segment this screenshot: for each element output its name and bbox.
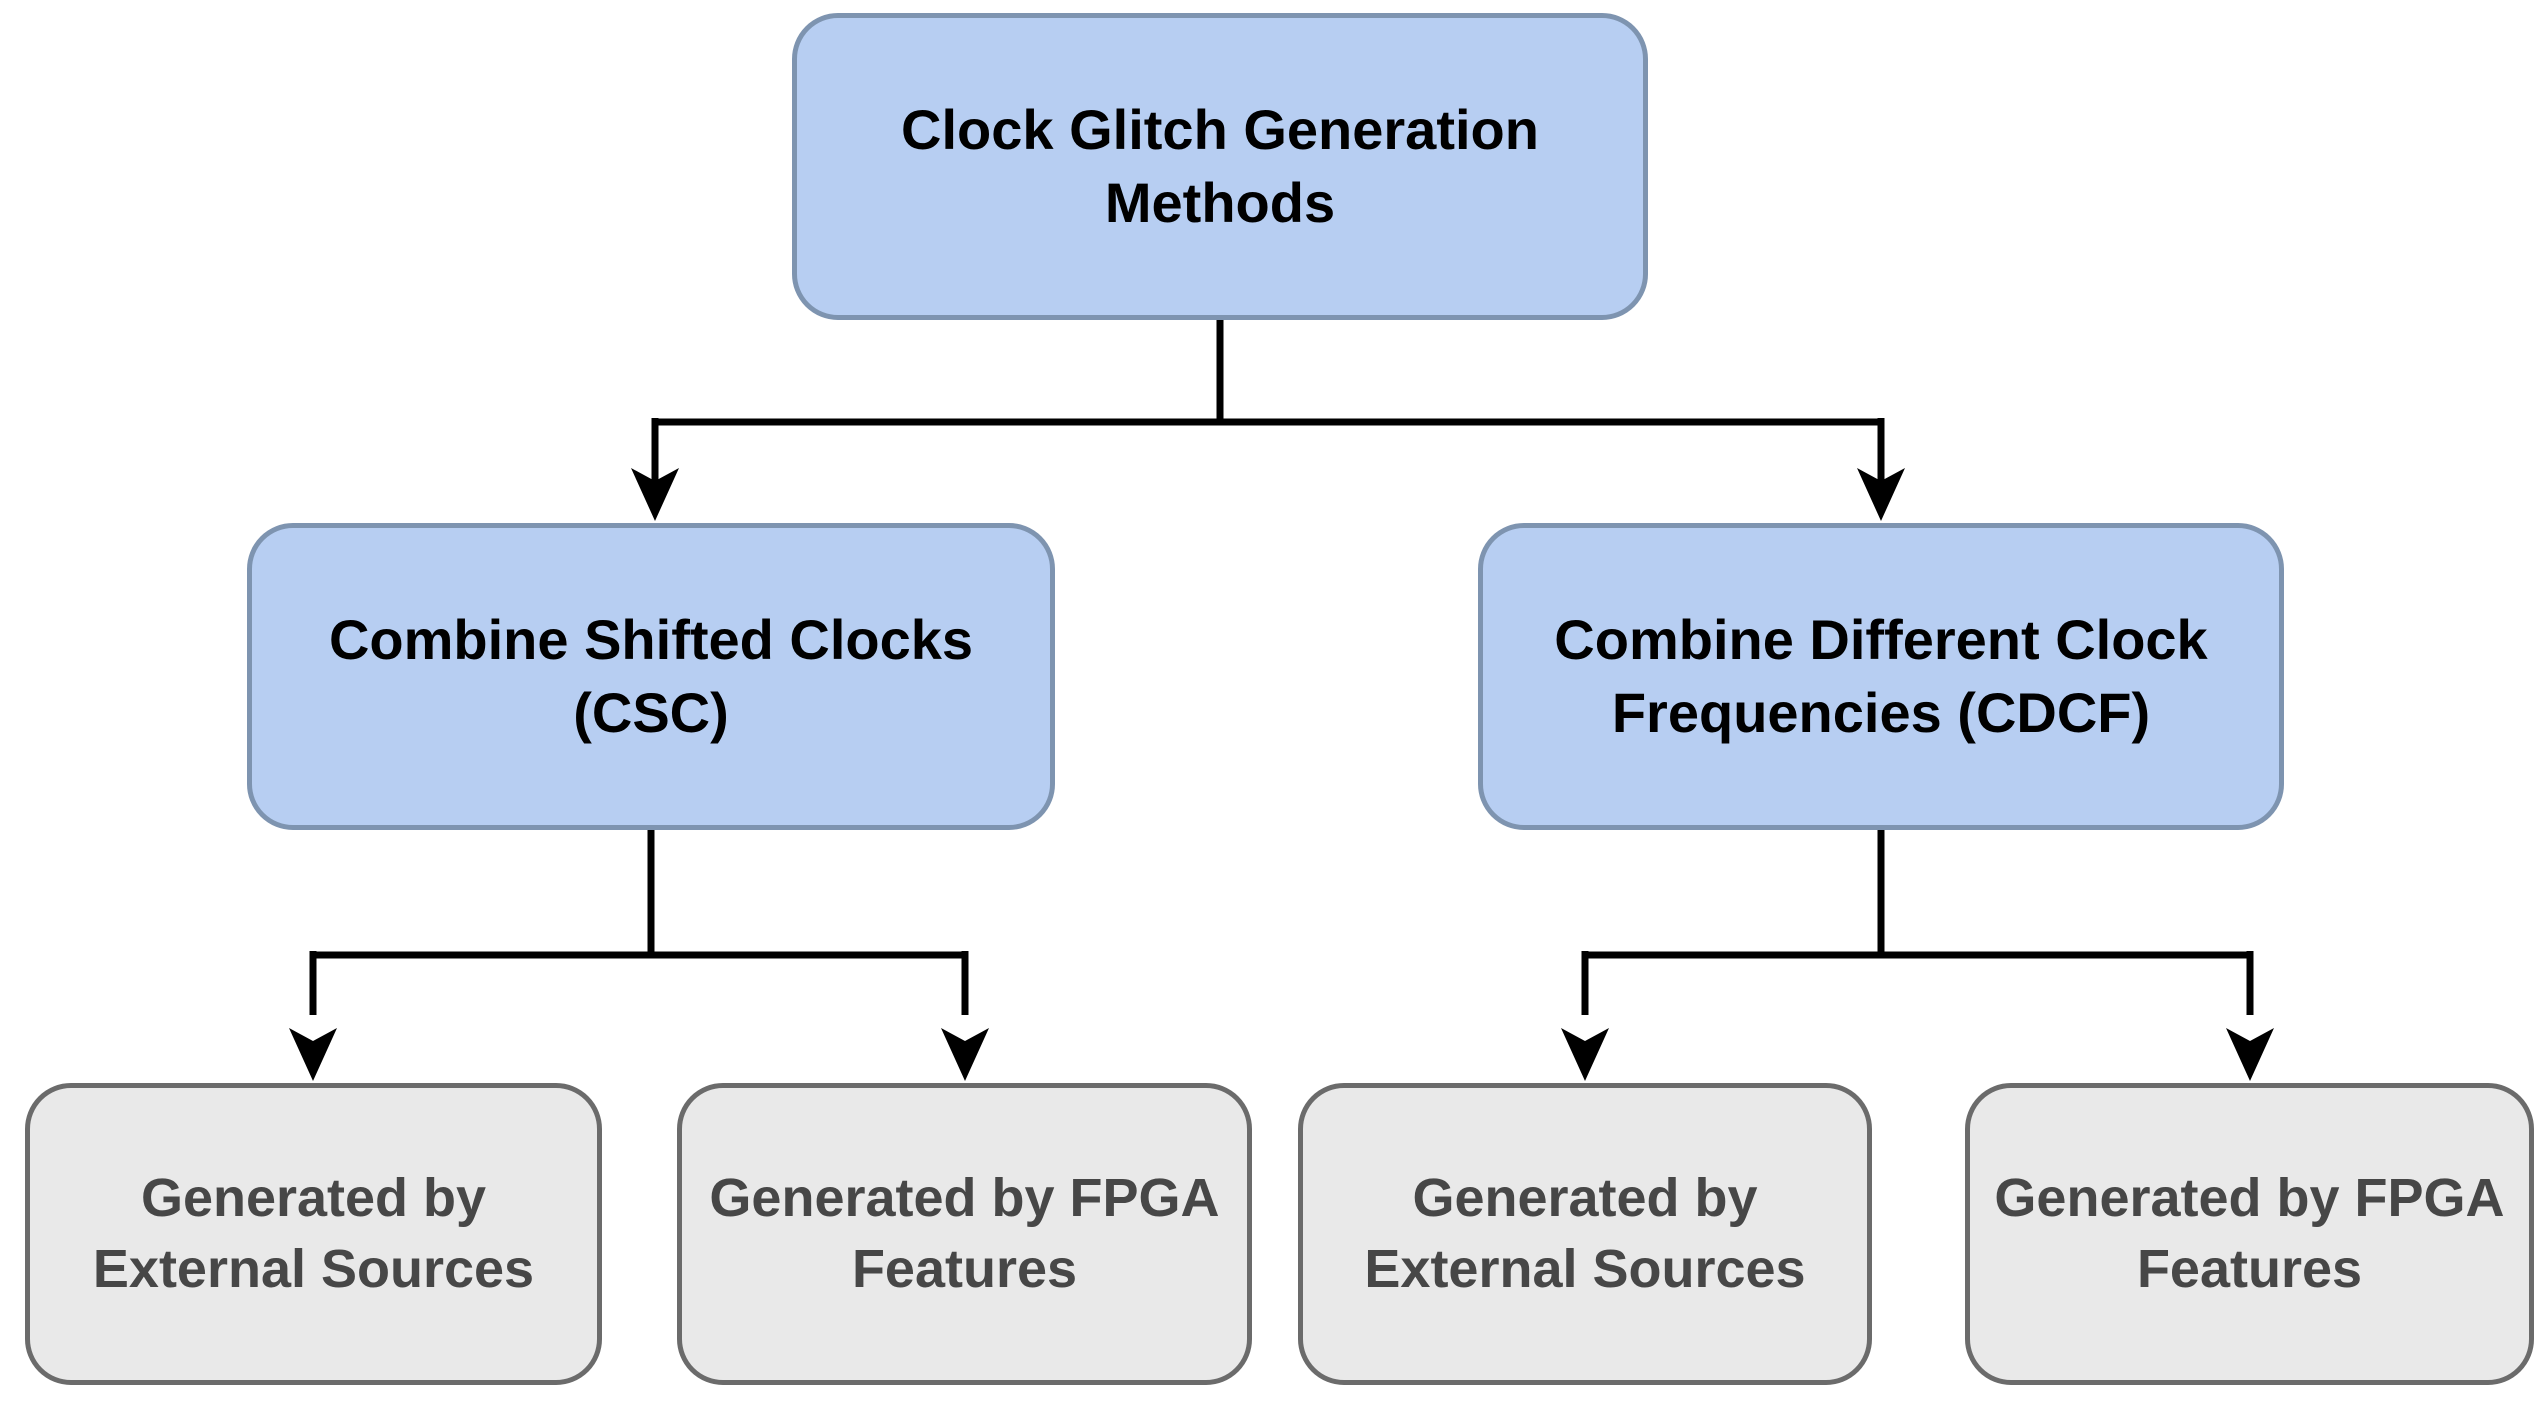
arrowheads	[289, 468, 2274, 1081]
node-label: Clock Glitch Generation Methods	[901, 97, 1539, 234]
connector-cdcf-to-leaves	[1581, 830, 2254, 1015]
node-combine-different-clock-frequencies: Combine Different Clock Frequencies (CDC…	[1478, 523, 2284, 830]
connector-root-to-branches	[651, 320, 1885, 482]
node-clock-glitch-generation-methods: Clock Glitch Generation Methods	[792, 13, 1648, 320]
node-combine-shifted-clocks: Combine Shifted Clocks (CSC)	[247, 523, 1055, 830]
node-label: Generated by FPGA Features	[1994, 1167, 2505, 1299]
node-cdcf-external-sources: Generated by External Sources	[1298, 1083, 1872, 1385]
node-label: Generated by FPGA Features	[709, 1167, 1220, 1299]
node-label: Generated by External Sources	[1364, 1167, 1806, 1299]
node-label: Combine Different Clock Frequencies (CDC…	[1554, 607, 2208, 744]
node-label: Generated by External Sources	[92, 1167, 535, 1299]
node-cdcf-fpga-features: Generated by FPGA Features	[1965, 1083, 2534, 1385]
node-label: Combine Shifted Clocks (CSC)	[328, 607, 974, 744]
node-csc-external-sources: Generated by External Sources	[25, 1083, 602, 1385]
connector-csc-to-leaves	[309, 830, 969, 1015]
node-csc-fpga-features: Generated by FPGA Features	[677, 1083, 1252, 1385]
